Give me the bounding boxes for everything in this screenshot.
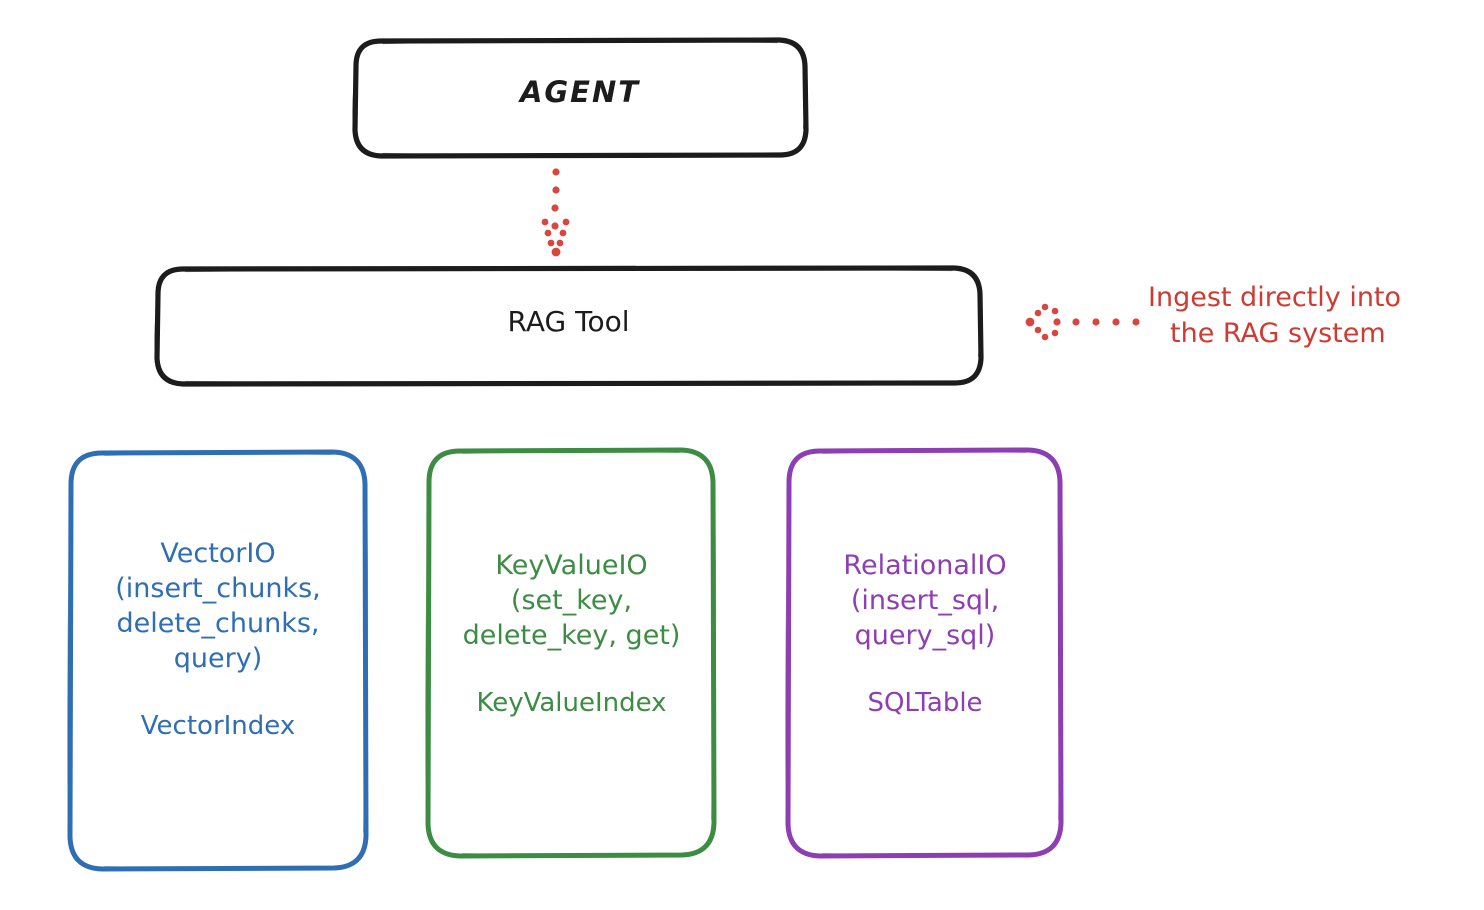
annotation-to-rag-connector xyxy=(1025,303,1140,341)
keyvalue-io-box-sketch-overlay xyxy=(425,449,717,857)
keyvalue-io-text-block: KeyValueIO (set_key, delete_key, get) Ke… xyxy=(430,548,713,721)
agent-to-rag-connector xyxy=(541,168,570,257)
sql-table-label: SQLTable xyxy=(867,688,983,719)
rag-tool-box-sketch-overlay xyxy=(154,267,983,386)
rag-tool-node[interactable] xyxy=(154,265,984,387)
keyvalue-io-node[interactable] xyxy=(425,447,717,859)
ingest-annotation: Ingest directly into the RAG system xyxy=(1148,280,1478,353)
agent-box-outline xyxy=(352,37,809,159)
relational-io-box-sketch-overlay xyxy=(785,449,1064,857)
relational-io-api-label: RelationalIO (insert_sql, query_sql) xyxy=(843,550,1007,652)
relational-io-node[interactable] xyxy=(785,447,1064,859)
vector-io-api-label: VectorIO (insert_chunks, delete_chunks, … xyxy=(115,538,321,675)
ingest-annotation-line1: Ingest directly into xyxy=(1148,282,1402,313)
keyvalue-io-box-outline xyxy=(425,447,717,859)
vector-index-label: VectorIndex xyxy=(140,711,296,742)
agent-node[interactable] xyxy=(352,37,809,159)
ingest-annotation-line2: the RAG system xyxy=(1170,318,1386,350)
rag-tool-box-outline xyxy=(154,265,984,387)
vector-io-node[interactable] xyxy=(67,449,369,872)
vector-io-text-block: VectorIO (insert_chunks, delete_chunks, … xyxy=(72,536,364,744)
keyvalue-index-label: KeyValueIndex xyxy=(476,688,667,719)
agent-box-sketch-overlay xyxy=(352,39,808,158)
relational-io-box-outline xyxy=(785,447,1064,859)
vector-io-box-outline xyxy=(67,449,369,872)
relational-io-text-block: RelationalIO (insert_sql, query_sql) SQL… xyxy=(790,548,1060,721)
vector-io-box-sketch-overlay xyxy=(67,451,369,870)
keyvalue-io-api-label: KeyValueIO (set_key, delete_key, get) xyxy=(462,550,681,652)
